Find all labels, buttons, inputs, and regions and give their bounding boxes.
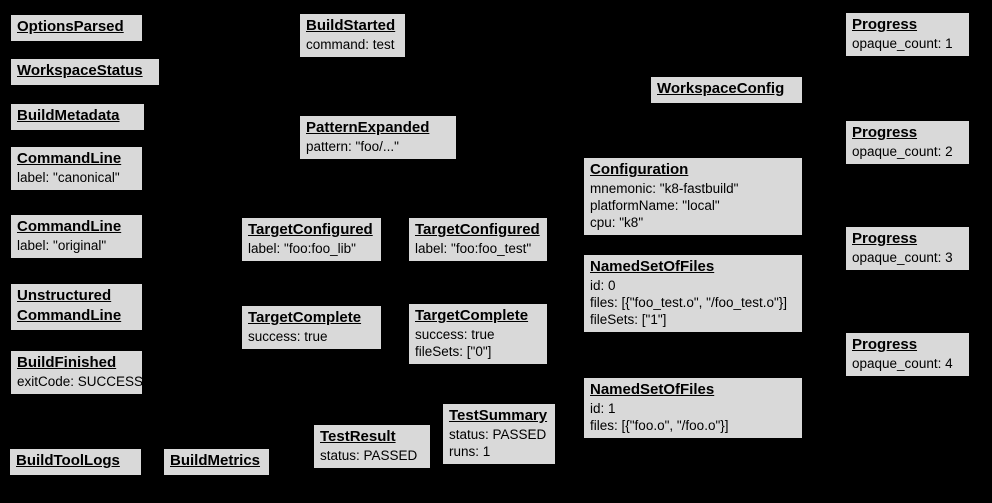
event-box-progress-4: Progress opaque_count: 4	[845, 332, 970, 377]
event-title: TargetConfigured	[248, 221, 373, 238]
event-box-targetconfigured-foo-test: TargetConfigured label: "foo:foo_test"	[408, 217, 548, 262]
event-title: Progress	[852, 16, 918, 33]
event-field: opaque_count: 3	[852, 250, 953, 265]
event-title: BuildFinished	[17, 354, 117, 371]
event-title: PatternExpanded	[306, 119, 430, 136]
event-title-line2: CommandLine	[17, 307, 122, 324]
event-title: Configuration	[590, 161, 689, 178]
event-field: opaque_count: 1	[852, 36, 953, 51]
event-field: status: PASSED	[320, 448, 418, 463]
event-box-configuration: Configuration mnemonic: "k8-fastbuild" p…	[583, 157, 803, 236]
event-field: pattern: "foo/..."	[306, 139, 399, 154]
event-field: label: "original"	[17, 238, 107, 253]
event-box-progress-2: Progress opaque_count: 2	[845, 120, 970, 165]
event-box-unstructuredcommandline: Unstructured CommandLine	[10, 283, 143, 331]
event-title: NamedSetOfFiles	[590, 258, 715, 275]
event-field: command: test	[306, 37, 395, 52]
event-field: success: true	[415, 327, 495, 342]
event-title: TestSummary	[449, 407, 548, 424]
event-field: label: "foo:foo_test"	[415, 241, 532, 256]
event-field: opaque_count: 4	[852, 356, 953, 371]
event-field: opaque_count: 2	[852, 144, 953, 159]
event-title: Progress	[852, 230, 918, 247]
event-title: OptionsParsed	[17, 18, 124, 35]
event-box-commandline-original: CommandLine label: "original"	[10, 214, 143, 259]
event-box-workspacestatus: WorkspaceStatus	[10, 58, 160, 86]
event-field: fileSets: ["0"]	[415, 344, 492, 359]
event-box-buildfinished: BuildFinished exitCode: SUCCESS	[10, 350, 143, 395]
event-title: TargetComplete	[415, 307, 529, 324]
event-box-testresult: TestResult status: PASSED	[313, 424, 431, 469]
event-title: BuildMetrics	[170, 452, 261, 469]
event-title: WorkspaceConfig	[657, 80, 785, 97]
event-box-progress-1: Progress opaque_count: 1	[845, 12, 970, 57]
event-title: TargetConfigured	[415, 221, 540, 238]
event-field: mnemonic: "k8-fastbuild"	[590, 181, 739, 196]
event-box-buildstarted: BuildStarted command: test	[299, 13, 406, 58]
event-field: files: [{"foo.o", "/foo.o"}]	[590, 418, 729, 433]
event-field: id: 1	[590, 401, 616, 416]
event-title: CommandLine	[17, 218, 122, 235]
event-field: runs: 1	[449, 444, 491, 459]
event-title: BuildMetadata	[17, 107, 120, 124]
event-box-buildmetadata: BuildMetadata	[10, 103, 145, 131]
event-field: cpu: "k8"	[590, 215, 644, 230]
event-title: Progress	[852, 336, 918, 353]
event-title: Progress	[852, 124, 918, 141]
event-title: BuildToolLogs	[16, 452, 120, 469]
event-box-namedsetoffiles-1: NamedSetOfFiles id: 1 files: [{"foo.o", …	[583, 377, 803, 439]
event-field: files: [{"foo_test.o", "/foo_test.o"}]	[590, 295, 788, 310]
event-box-buildmetrics: BuildMetrics	[163, 448, 270, 476]
event-title: TestResult	[320, 428, 396, 445]
event-field: label: "canonical"	[17, 170, 120, 185]
event-field: label: "foo:foo_lib"	[248, 241, 356, 256]
event-title: NamedSetOfFiles	[590, 381, 715, 398]
event-title: BuildStarted	[306, 17, 396, 34]
event-box-targetcomplete-foo-lib: TargetComplete success: true	[241, 305, 382, 350]
event-box-patternexpanded: PatternExpanded pattern: "foo/..."	[299, 115, 457, 160]
event-box-buildtoollogs: BuildToolLogs	[9, 448, 142, 476]
event-box-namedsetoffiles-0: NamedSetOfFiles id: 0 files: [{"foo_test…	[583, 254, 803, 333]
event-title: Unstructured	[17, 287, 112, 304]
event-box-commandline-canonical: CommandLine label: "canonical"	[10, 146, 143, 191]
event-field: fileSets: ["1"]	[590, 312, 667, 327]
event-title: CommandLine	[17, 150, 122, 167]
event-box-targetconfigured-foo-lib: TargetConfigured label: "foo:foo_lib"	[241, 217, 382, 262]
event-field: exitCode: SUCCESS	[17, 374, 144, 389]
event-title: TargetComplete	[248, 309, 362, 326]
event-box-workspaceconfig: WorkspaceConfig	[650, 76, 803, 104]
event-box-optionsparsed: OptionsParsed	[10, 14, 143, 42]
event-box-targetcomplete-foo-test: TargetComplete success: true fileSets: […	[408, 303, 548, 365]
event-field: success: true	[248, 329, 328, 344]
event-box-progress-3: Progress opaque_count: 3	[845, 226, 970, 271]
event-field: id: 0	[590, 278, 616, 293]
event-title: WorkspaceStatus	[17, 62, 143, 79]
event-field: platformName: "local"	[590, 198, 720, 213]
event-box-testsummary: TestSummary status: PASSED runs: 1	[442, 403, 556, 465]
event-field: status: PASSED	[449, 427, 547, 442]
